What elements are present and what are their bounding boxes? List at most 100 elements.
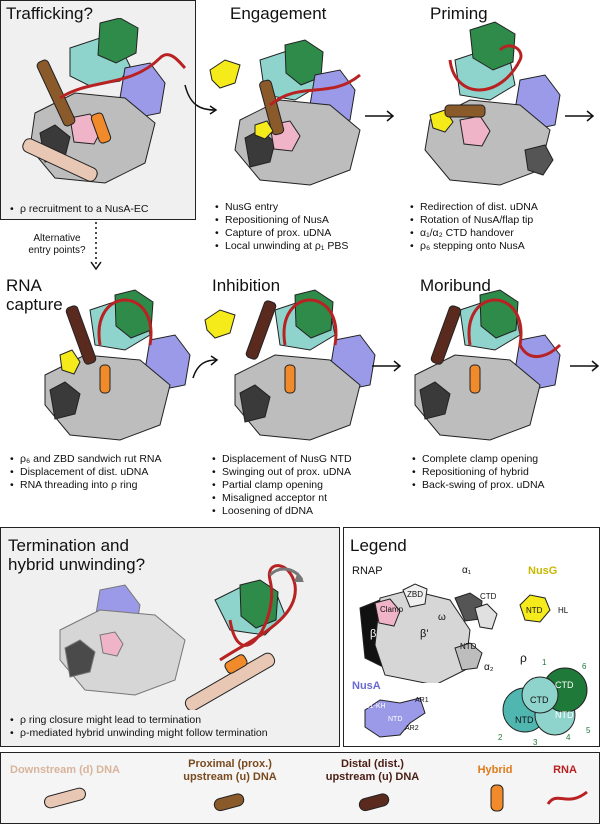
dotted-arrow-down-icon — [90, 222, 102, 271]
rna-capture-figure — [44, 289, 191, 441]
rho-subunit-6-label: 6 — [582, 662, 587, 671]
dna-legend-strip — [0, 752, 600, 824]
trafficking-bullets: ρ recruitment to a NusA-EC — [10, 203, 149, 216]
rnap-legend-figure — [359, 583, 498, 683]
distal-dna-label-line2: upstream (u) DNA — [325, 771, 420, 783]
hybrid-icon — [490, 784, 504, 812]
proximal-dna-label-line1: Proximal (prox.) — [188, 758, 272, 770]
bullet: Displacement of dist. uDNA — [10, 466, 162, 479]
distal-dna-label-line1: Distal (dist.) — [341, 758, 404, 770]
bullet: ρ-mediated hybrid unwinding might follow… — [10, 727, 268, 740]
rnap-omega-label: ω — [438, 612, 446, 623]
termination-title-line2: hybrid unwinding? — [8, 555, 146, 574]
rnap-ntd-label: NTD — [460, 642, 477, 651]
proximal-dna-label: Proximal (prox.) upstream (u) DNA — [170, 758, 290, 784]
bullet: RNA threading into ρ ring — [10, 479, 162, 492]
bullet: ρ₆ and ZBD sandwich rut RNA — [10, 453, 162, 466]
rna-capture-title-line1: RNA — [6, 276, 42, 295]
rho-subunit-4-label: 4 — [566, 733, 571, 742]
rna-icon — [546, 790, 588, 805]
bullet: ρ₆ stepping onto NusA — [410, 240, 538, 253]
termination-bullets: ρ ring closure might lead to termination… — [10, 714, 268, 740]
bullet: Repositioning of hybrid — [412, 466, 545, 479]
termination-title: Termination and hybrid unwinding? — [8, 536, 145, 574]
arrow-right-icon — [565, 110, 595, 122]
nusa-s1kh-label: S1-KH — [365, 703, 386, 710]
alt-entry-line2: entry points? — [28, 245, 86, 256]
nusg-legend-figure — [519, 594, 551, 623]
inhibition-title: Inhibition — [212, 276, 281, 295]
moribund-bullets: Complete clamp opening Repositioning of … — [412, 453, 545, 492]
rna-capture-title: RNA capture — [6, 276, 63, 314]
bullet: Complete clamp opening — [412, 453, 545, 466]
rnap-beta-prime-label: β' — [420, 628, 429, 640]
engagement-figure — [209, 39, 361, 186]
legend-title: Legend — [350, 536, 407, 555]
bullet: Capture of prox. uDNA — [215, 227, 348, 240]
bullet: Swinging out of prox. uDNA — [212, 466, 352, 479]
distal-dna-icon — [358, 793, 390, 812]
nusa-ar2-label: AR2 — [405, 725, 419, 732]
bullet: Back-swing of prox. uDNA — [412, 479, 545, 492]
inhibition-bullets: Displacement of NusG NTD Swinging out of… — [212, 453, 352, 518]
downstream-dna-icon — [44, 787, 86, 809]
bullet: Displacement of NusG NTD — [212, 453, 352, 466]
rnap-zbd-label: ZBD — [407, 590, 423, 599]
engagement-bullets: NusG entry Repositioning of NusA Capture… — [215, 201, 348, 253]
bullet: Redirection of dist. uDNA — [410, 201, 538, 214]
nusa-ar1-label: AR1 — [415, 697, 429, 704]
rho-subunit-2-label: 2 — [498, 733, 503, 742]
bullet: Repositioning of NusA — [215, 214, 348, 227]
rnap-ctd-label-1: CTD — [458, 583, 475, 592]
rho-legend-figure — [502, 667, 588, 736]
termination-figure — [59, 564, 304, 710]
rnap-ctd-label-2: CTD — [480, 592, 497, 601]
alt-entry-line1: Alternative — [33, 233, 81, 244]
rna-label: RNA — [553, 764, 577, 776]
rho-label: ρ — [520, 651, 527, 665]
arrow-right-icon — [570, 360, 600, 372]
rnap-clamp-label: Clamp — [380, 605, 404, 614]
inhibition-figure — [204, 289, 376, 441]
distal-dna-label: Distal (dist.) upstream (u) DNA — [315, 758, 430, 784]
nusg-hl-label: HL — [558, 606, 569, 615]
rna-capture-bullets: ρ₆ and ZBD sandwich rut RNA Displacement… — [10, 453, 162, 492]
rho-subunit-5-label: 5 — [586, 726, 591, 735]
arrow-right-icon — [192, 355, 219, 379]
engagement-title: Engagement — [230, 4, 327, 23]
nusa-legend-figure — [364, 697, 426, 738]
bullet: ρ recruitment to a NusA-EC — [10, 203, 149, 216]
rho-subunit-1-label: 1 — [542, 658, 547, 667]
rnap-label: RNAP — [352, 565, 383, 577]
termination-title-line1: Termination and — [8, 536, 129, 555]
rho-ctd-label-2: CTD — [530, 695, 549, 705]
bullet: NusG entry — [215, 201, 348, 214]
trafficking-title: Trafficking? — [6, 4, 93, 23]
rnap-beta-label: β — [370, 628, 377, 640]
rho-ntd-label-2: NTD — [555, 710, 574, 720]
arrow-right-icon — [184, 84, 218, 115]
rho-ctd-label-1: CTD — [555, 680, 574, 690]
rho-ntd-label-1: NTD — [515, 715, 534, 725]
moribund-figure — [414, 289, 562, 441]
priming-bullets: Redirection of dist. uDNA Rotation of Nu… — [410, 201, 538, 253]
priming-title: Priming — [430, 4, 488, 23]
priming-figure — [424, 21, 561, 186]
nusa-label: NusA — [352, 680, 381, 692]
bullet: Rotation of NusA/flap tip — [410, 214, 538, 227]
moribund-title: Moribund — [420, 276, 491, 295]
rnap-alpha1-label: α₁ — [462, 565, 472, 576]
trafficking-figure — [22, 18, 187, 184]
rho-subunit-3-label: 3 — [533, 738, 538, 747]
proximal-dna-icon — [213, 793, 245, 812]
bullet: Loosening of dDNA — [212, 505, 352, 518]
proximal-dna-label-line2: upstream (u) DNA — [183, 771, 277, 783]
bullet: ρ ring closure might lead to termination — [10, 714, 268, 727]
bullet: α₁/α₂ CTD handover — [410, 227, 538, 240]
bullet: Misaligned acceptor nt — [212, 492, 352, 505]
hybrid-label: Hybrid — [477, 764, 513, 776]
arrow-right-icon — [365, 110, 395, 122]
rnap-alpha2-label: α₂ — [484, 662, 494, 673]
alternative-entry-label: Alternative entry points? — [22, 233, 92, 257]
nusg-ntd-label: NTD — [526, 606, 543, 615]
